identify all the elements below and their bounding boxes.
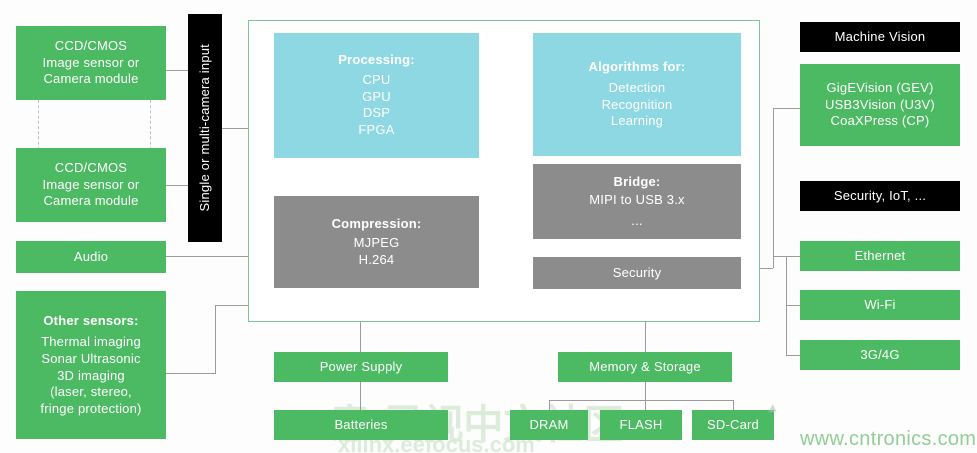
algorithms-title: Algorithms for: — [588, 59, 686, 75]
block-bridge[interactable]: Bridge: MIPI to USB 3.x ... — [533, 164, 741, 239]
connector-host-to-mv — [773, 108, 800, 109]
connector-bus-to-flash — [645, 400, 646, 410]
wifi-label: Wi-Fi — [864, 296, 896, 312]
connector-audio-to-host — [165, 256, 249, 257]
connector-host-right-trunk — [773, 108, 774, 268]
audio-label: Audio — [73, 248, 109, 264]
block-algorithms[interactable]: Algorithms for: Detection Recognition Le… — [533, 33, 741, 156]
block-power-supply[interactable]: Power Supply — [274, 352, 448, 382]
algorithms-item-2: Learning — [610, 113, 664, 129]
sensor1-line3: Camera module — [43, 71, 139, 87]
processing-item-2: DSP — [362, 105, 391, 121]
mobile-network-label: 3G/4G — [860, 346, 900, 362]
bridge-title: Bridge: — [613, 173, 661, 189]
compression-title: Compression: — [331, 215, 422, 231]
connector-sensors-h1 — [165, 373, 215, 374]
block-image-sensor-1[interactable]: CCD/CMOS Image sensor or Camera module — [16, 26, 166, 100]
block-camera-input-bar[interactable]: Single or multi-camera input — [188, 14, 222, 242]
block-machine-vision-standards[interactable]: GigEVision (GEV) USB3Vision (U3V) CoaXPr… — [800, 64, 960, 146]
connector-power-to-batteries — [360, 382, 361, 410]
block-dram[interactable]: DRAM — [510, 410, 588, 440]
bridge-item-0: MIPI to USB 3.x — [589, 192, 685, 208]
connector-host-to-memory — [645, 322, 646, 352]
connector-to-3g4g — [786, 355, 800, 356]
other-sensors-item-1: Sonar Ultrasonic — [41, 350, 141, 366]
block-batteries[interactable]: Batteries — [274, 410, 448, 440]
sd-card-label: SD-Card — [707, 416, 759, 432]
compression-item-1: H.264 — [358, 251, 395, 267]
connector-to-wifi — [786, 305, 800, 306]
compression-item-0: MJPEG — [353, 235, 400, 251]
block-security-iot-header[interactable]: Security, IoT, ... — [800, 181, 960, 211]
block-processing[interactable]: Processing: CPU GPU DSP FPGA — [274, 33, 479, 158]
connector-network-trunk — [786, 256, 787, 356]
sensor2-line2: Image sensor or — [42, 176, 140, 192]
processing-item-1: GPU — [362, 88, 391, 104]
machine-vision-label: Machine Vision — [834, 28, 926, 44]
dashed-link-right — [150, 100, 151, 155]
block-security-center[interactable]: Security — [533, 257, 741, 289]
camera-input-label: Single or multi-camera input — [196, 44, 212, 212]
processing-item-0: CPU — [362, 72, 391, 88]
flash-label: FLASH — [619, 416, 663, 432]
block-compression[interactable]: Compression: MJPEG H.264 — [274, 196, 479, 288]
processing-title: Processing: — [338, 52, 415, 68]
mv-standard-2: CoaXPress (CP) — [830, 113, 930, 129]
algorithms-item-1: Recognition — [601, 96, 673, 112]
connector-bar-to-host — [222, 128, 249, 129]
connector-to-ethernet — [786, 256, 800, 257]
watermark-cntronics: www.cntronics.com — [800, 428, 977, 450]
dram-label: DRAM — [529, 416, 569, 432]
connector-memory-bus — [549, 400, 734, 401]
algorithms-item-0: Detection — [608, 79, 666, 95]
mv-standard-1: USB3Vision (U3V) — [825, 96, 935, 112]
other-sensors-item-4: fringe protection) — [40, 400, 142, 416]
other-sensors-item-2: 3D imaging — [57, 367, 125, 383]
ethernet-label: Ethernet — [854, 247, 906, 263]
sensor2-line3: Camera module — [43, 193, 139, 209]
batteries-label: Batteries — [334, 416, 388, 432]
processing-item-3: FPGA — [358, 121, 395, 137]
connector-memory-down — [645, 382, 646, 400]
sensor1-line1: CCD/CMOS — [54, 38, 128, 54]
other-sensors-title: Other sensors: — [43, 312, 139, 328]
connector-sensor2-to-bar — [165, 185, 190, 186]
memory-storage-label: Memory & Storage — [589, 358, 701, 374]
connector-sensor1-to-bar — [165, 70, 190, 71]
security-center-label: Security — [612, 264, 662, 280]
dashed-link-left — [38, 100, 39, 155]
bridge-item-1: ... — [631, 212, 643, 228]
block-audio[interactable]: Audio — [16, 241, 166, 273]
block-machine-vision-header[interactable]: Machine Vision — [800, 22, 960, 52]
security-iot-label: Security, IoT, ... — [833, 187, 927, 203]
connector-host-to-power — [360, 322, 361, 352]
block-wifi[interactable]: Wi-Fi — [800, 290, 960, 320]
block-flash[interactable]: FLASH — [600, 410, 682, 440]
block-ethernet[interactable]: Ethernet — [800, 241, 960, 271]
connector-host-edge-out — [760, 268, 773, 269]
connector-sensors-h2 — [215, 305, 249, 306]
connector-bus-to-dram — [549, 400, 550, 410]
sensor2-line1: CCD/CMOS — [54, 160, 128, 176]
mv-standard-0: GigEVision (GEV) — [826, 80, 934, 96]
connector-bus-to-sdcard — [733, 400, 734, 410]
other-sensors-item-3: (laser, stereo, — [50, 384, 132, 400]
block-other-sensors[interactable]: Other sensors: Thermal imaging Sonar Ult… — [16, 291, 166, 439]
block-memory-storage[interactable]: Memory & Storage — [558, 352, 732, 382]
connector-trunk-top — [773, 256, 786, 257]
sensor1-line2: Image sensor or — [42, 54, 140, 70]
block-sd-card[interactable]: SD-Card — [692, 410, 774, 440]
other-sensors-item-0: Thermal imaging — [41, 334, 141, 350]
connector-sensors-v — [215, 305, 216, 374]
block-3g4g[interactable]: 3G/4G — [800, 340, 960, 370]
power-supply-label: Power Supply — [319, 358, 403, 374]
block-image-sensor-2[interactable]: CCD/CMOS Image sensor or Camera module — [16, 148, 166, 222]
